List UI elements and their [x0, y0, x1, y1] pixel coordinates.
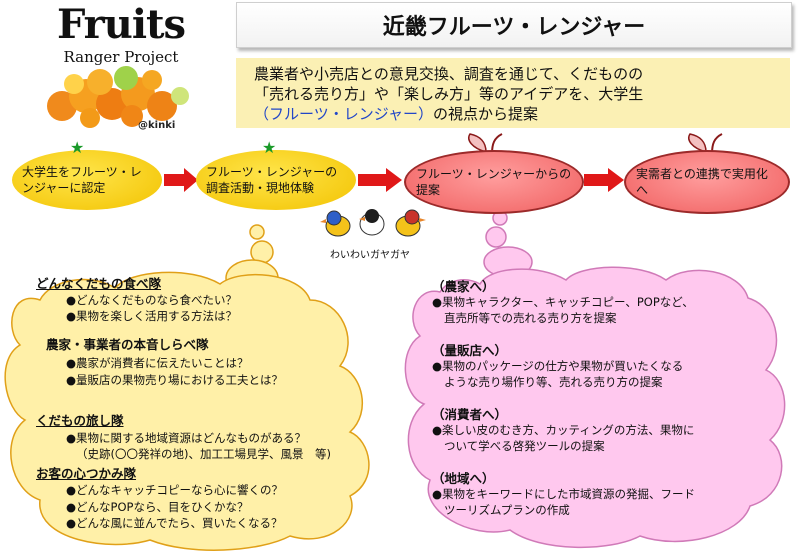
star-icon: ★ — [262, 138, 276, 157]
section-title-travel: くだもの旅し隊 — [36, 410, 124, 429]
section-title-consumers: （消費者へ） — [432, 404, 507, 423]
birds-icon — [320, 204, 430, 246]
flow-step-label: 実需者との連携で実用化へ — [636, 166, 778, 198]
description-line-3-rest: の視点から提案 — [433, 105, 538, 123]
description-highlight: （フルーツ・レンジャー） — [254, 105, 433, 123]
flow-step-label: フルーツ・レンジャーの調査活動・現地体験 — [206, 164, 346, 196]
section-title-region: （地域へ） — [432, 468, 495, 487]
bullet-item: ●どんなPOPなら、目をひくかな？ — [66, 499, 248, 515]
star-icon: ★ — [70, 138, 84, 157]
section-title-hearts: お客の心つかみ隊 — [36, 463, 136, 482]
bullet-item: ●どんなくだものなら食べたい？ — [66, 292, 237, 308]
right-arrow-icon — [584, 168, 624, 192]
flow-step-certify: 大学生をフルーツ・レンジャーに認定 — [12, 150, 162, 210]
bullet-item: ●果物に関する地域資源はどんなものがある？ — [66, 430, 306, 446]
flow-step-implementation: 実需者との連携で実用化へ — [624, 150, 790, 214]
proposal-line: ついて学べる啓発ツールの提案 — [444, 438, 605, 454]
proposal-line: ような売り場作り等、売れる売り方の提案 — [444, 374, 663, 390]
flow-step-proposal: フルーツ・レンジャーからの提案 — [404, 150, 584, 214]
flow-step-survey: フルーツ・レンジャーの調査活動・現地体験 — [196, 150, 356, 210]
proposal-line: ●果物キャラクター、キャッチコピー、POPなど、 — [432, 294, 694, 310]
proposal-line: ●果物をキーワードにした市域資源の発掘、フード — [432, 486, 695, 502]
bullet-item: ●どんな風に並んでたら、買いたくなる？ — [66, 515, 282, 531]
title-banner: 近畿フルーツ・レンジャー — [236, 2, 792, 48]
flow-step-label: フルーツ・レンジャーからの提案 — [416, 166, 572, 198]
bullet-item: ●量販店の果物売り場における工夫とは？ — [66, 372, 283, 388]
right-arrow-icon — [164, 168, 198, 192]
description-line-2: 「売れる売り方」や「楽しみ方」等のアイデアを、大学生 — [254, 84, 778, 104]
logo-subtitle: Ranger Project — [46, 48, 196, 66]
section-title-farmers: （農家へ） — [432, 276, 495, 295]
proposal-line: ツーリズムプランの作成 — [444, 502, 570, 518]
section-title-eat: どんなくだもの食べ隊 — [36, 273, 161, 292]
proposal-line: 直売所等での売れる売り方を提案 — [444, 310, 617, 326]
section-title-retailers: （量販店へ） — [432, 340, 507, 359]
bullet-item: （史跡(〇〇発祥の地)、加工工場見学、風景 等) — [76, 446, 331, 462]
bullet-item: ●どんなキャッチコピーなら心に響くの？ — [66, 482, 283, 498]
flow-step-label: 大学生をフルーツ・レンジャーに認定 — [22, 164, 152, 196]
description-box: 農業者や小売店との意見交換、調査を通じて、くだものの 「売れる売り方」や「楽しみ… — [236, 58, 790, 128]
description-line-3: （フルーツ・レンジャー）の視点から提案 — [254, 104, 778, 124]
logo-title: Fruits — [46, 4, 196, 46]
logo-tag: @kinki — [138, 120, 175, 131]
thought-bubble-medium — [486, 227, 506, 247]
description-line-1: 農業者や小売店との意見交換、調査を通じて、くだものの — [254, 64, 778, 84]
section-title-voices: 農家・事業者の本音しらべ隊 — [46, 334, 209, 353]
page-title: 近畿フルーツ・レンジャー — [383, 9, 645, 41]
bullet-item: ●果物を楽しく活用する方法は？ — [66, 308, 237, 324]
right-arrow-icon — [358, 168, 402, 192]
proposal-line: ●楽しい皮のむき方、カッティングの方法、果物に — [432, 422, 694, 438]
fruit-pile-icon — [42, 66, 192, 128]
bullet-item: ●農家が消費者に伝えたいことは？ — [66, 355, 249, 371]
chatter-label: わいわいガヤガヤ — [330, 246, 410, 261]
thought-bubble-small — [250, 225, 264, 239]
proposal-line: ●果物のパッケージの仕方や果物が買いたくなる — [432, 358, 683, 374]
